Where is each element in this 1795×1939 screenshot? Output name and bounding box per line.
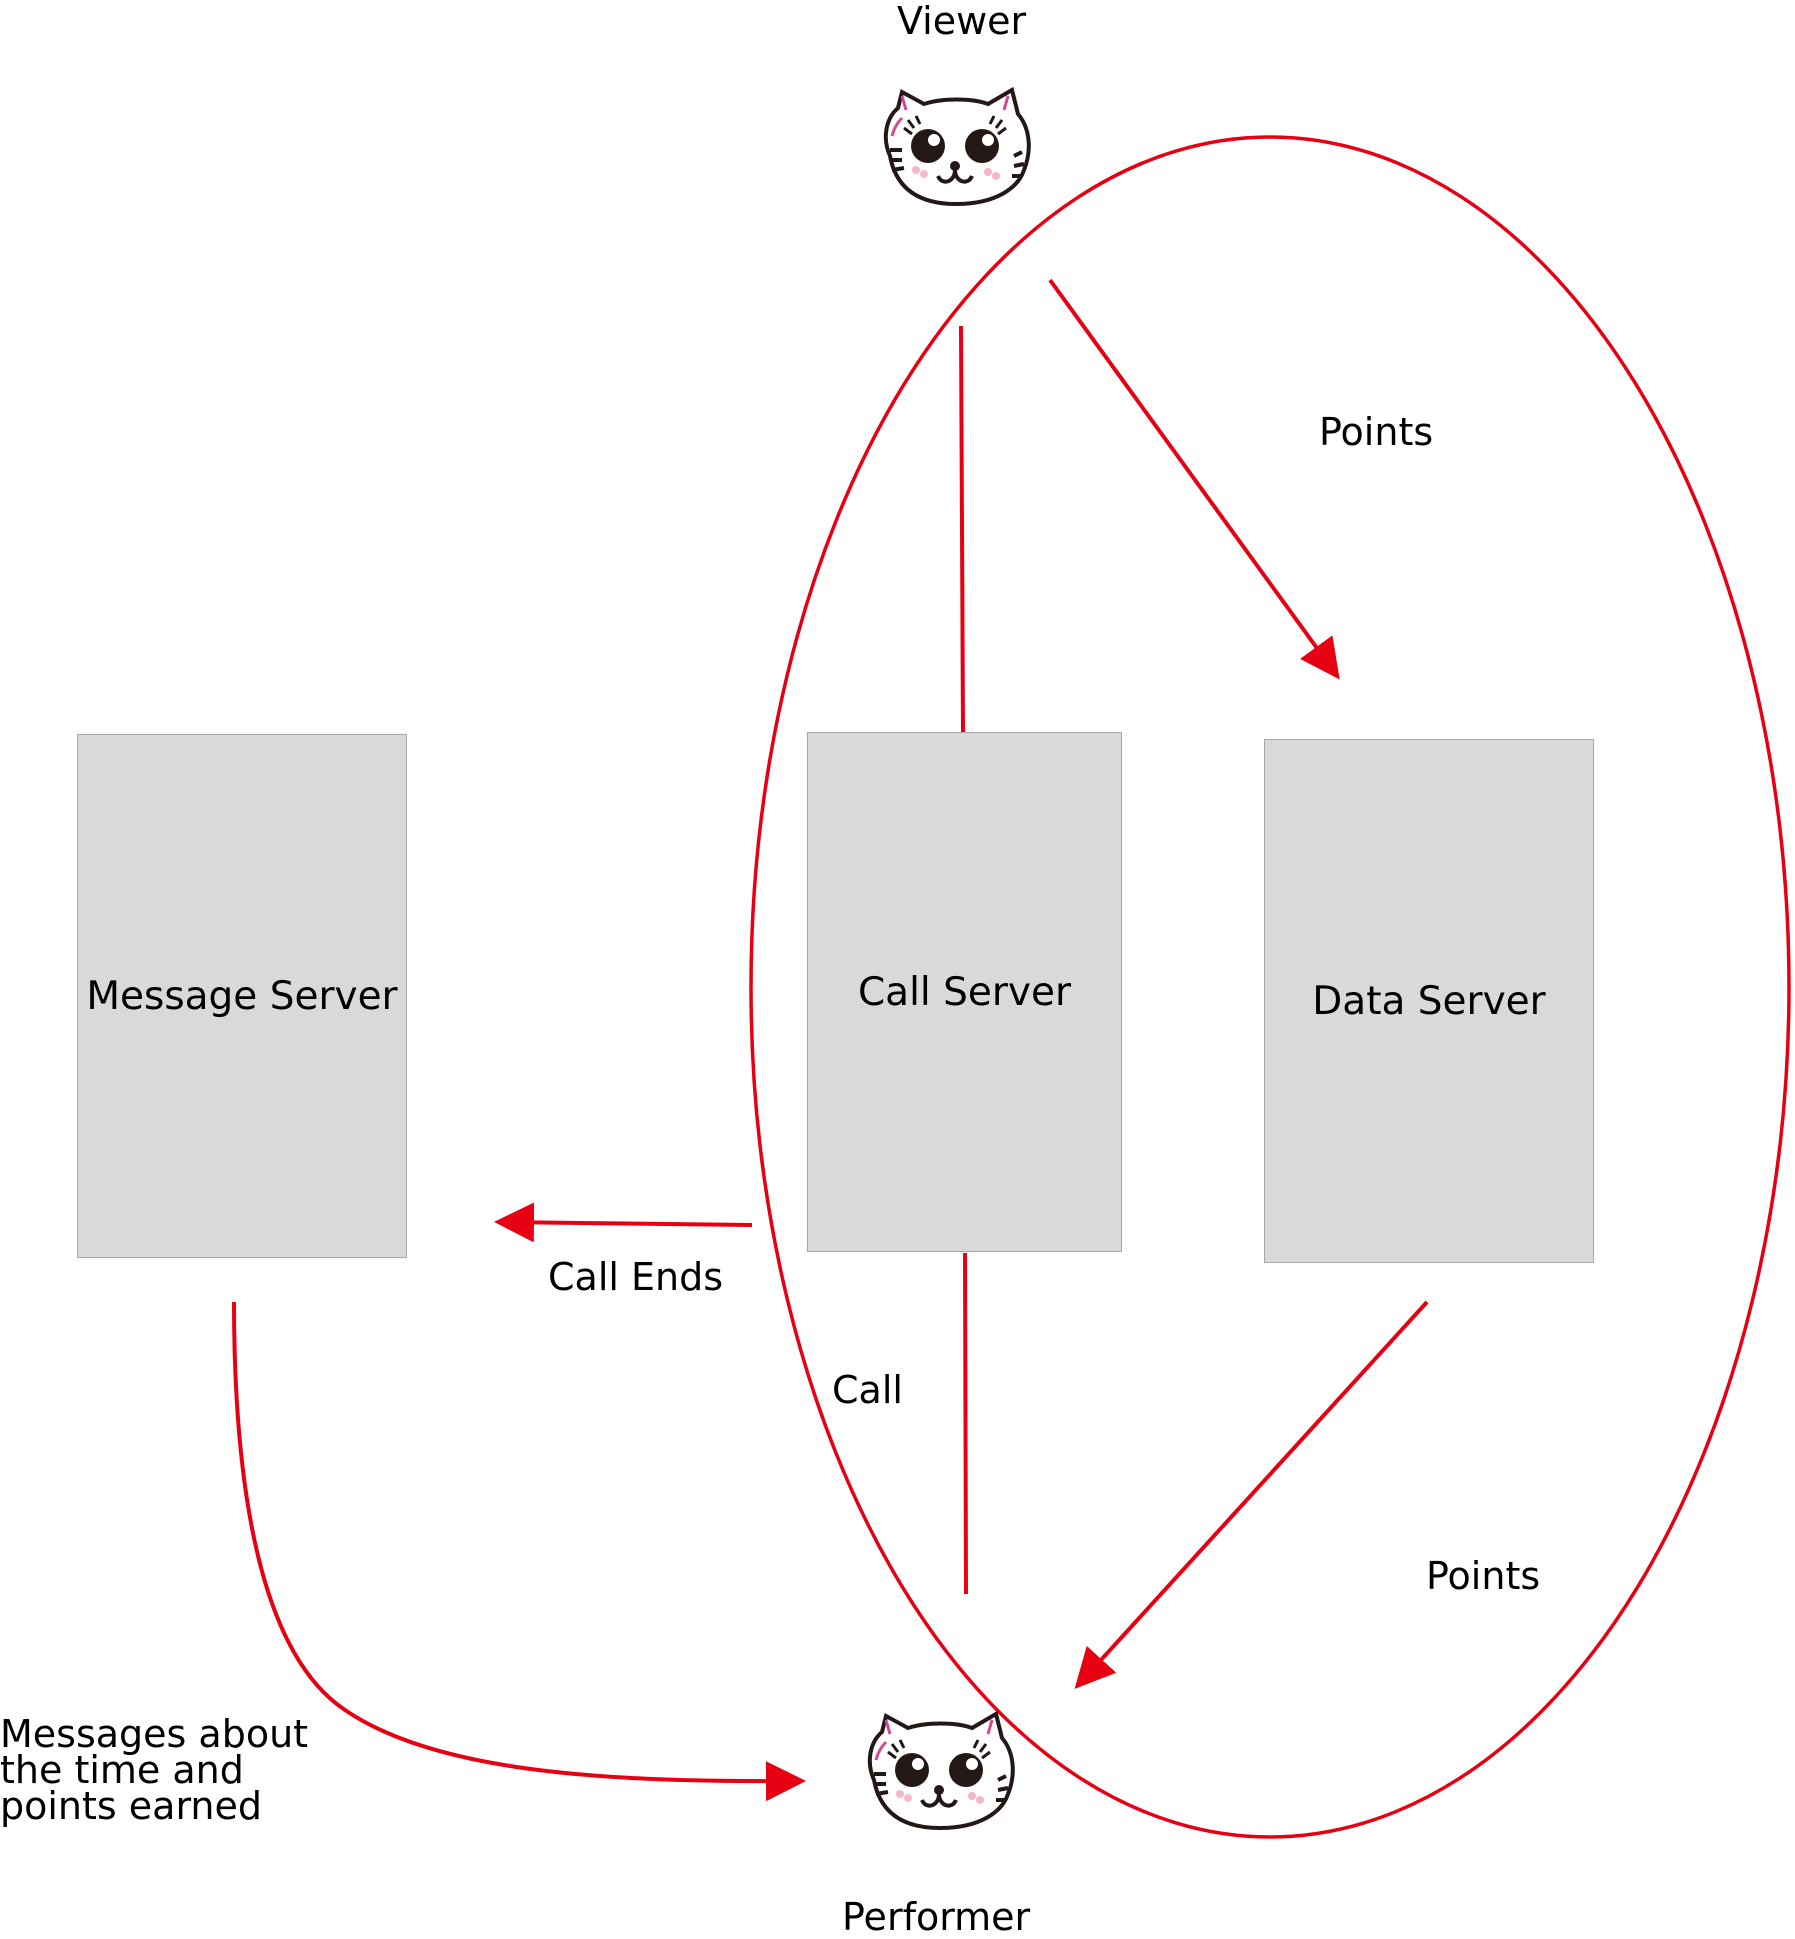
points-to-data-arrow: [1048, 278, 1340, 680]
call-server-label: Call Server: [857, 969, 1072, 1015]
call-performer-line: [963, 1252, 968, 1595]
points-top-label: Points: [1319, 410, 1434, 454]
performer-label: Performer: [842, 1895, 1031, 1939]
messages-label: Messages about the time and points earne…: [0, 1712, 309, 1828]
call-ends-label: Call Ends: [548, 1255, 724, 1299]
message-server-label: Message Server: [86, 973, 398, 1019]
call-ends-arrow: [494, 1202, 753, 1243]
viewer-call-line: [959, 325, 965, 733]
performer-cat-icon: [867, 1712, 1015, 1830]
call-scope-ellipse: [749, 135, 1791, 1839]
points-bottom-label: Points: [1426, 1554, 1541, 1598]
data-server-label: Data Server: [1312, 978, 1546, 1024]
messages-arrow: [232, 1301, 806, 1802]
viewer-label: Viewer: [897, 0, 1027, 43]
points-to-performer-arrow: [1074, 1300, 1429, 1689]
data-server-box: Data Server: [1264, 739, 1594, 1263]
call-server-box: Call Server: [807, 732, 1122, 1252]
message-server-box: Message Server: [77, 734, 407, 1258]
call-label: Call: [832, 1368, 903, 1412]
viewer-cat-icon: [883, 88, 1031, 206]
